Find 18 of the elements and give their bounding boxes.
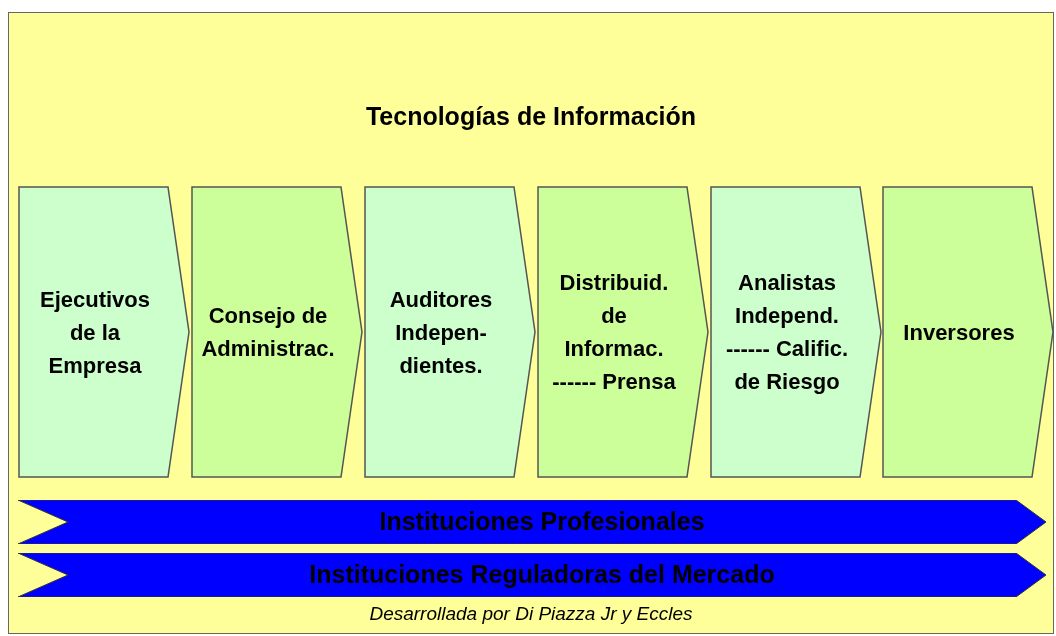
process-step bbox=[537, 186, 709, 478]
step-label: Analistas Independ. ------ Calific. de Riesgo bbox=[724, 269, 850, 396]
step-label: Auditores Indepen- dientes. bbox=[388, 285, 494, 380]
band-label: Instituciones Reguladoras del Mercado bbox=[308, 559, 776, 591]
process-step bbox=[18, 186, 190, 478]
heading-text: Tecnologías de Información bbox=[364, 101, 698, 133]
process-step bbox=[710, 186, 882, 478]
process-step bbox=[364, 186, 536, 478]
step-label: Ejecutivos de la Empresa bbox=[38, 285, 151, 380]
process-step bbox=[191, 186, 363, 478]
band-label: Instituciones Profesionales bbox=[378, 506, 706, 538]
step-label: Distribuid. de Informac. ------ Prensa bbox=[551, 269, 677, 396]
step-label: Inversores bbox=[902, 318, 1016, 347]
banner bbox=[18, 553, 1046, 597]
background-panel bbox=[8, 12, 1054, 634]
process-step bbox=[882, 186, 1054, 478]
banner bbox=[18, 500, 1046, 544]
caption: Desarrollada por Di Piazza Jr y Eccles bbox=[368, 603, 694, 625]
